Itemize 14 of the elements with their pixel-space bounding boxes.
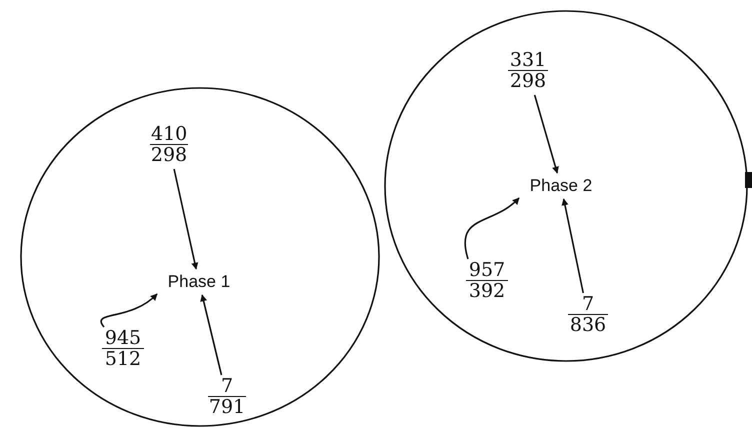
fraction-label: 7 836 bbox=[568, 294, 608, 338]
arrow bbox=[100, 293, 158, 328]
fraction-label: 7 791 bbox=[208, 376, 246, 420]
fraction-label: 331 298 bbox=[508, 50, 548, 94]
arrow bbox=[173, 168, 198, 270]
arrow bbox=[464, 197, 520, 260]
arrow bbox=[562, 198, 584, 294]
fraction-label: 410 298 bbox=[150, 124, 188, 168]
fraction-label: 957 392 bbox=[466, 260, 508, 304]
phase-label: Phase 2 bbox=[520, 174, 602, 198]
fraction-label: 945 512 bbox=[102, 328, 144, 372]
arrow bbox=[534, 94, 559, 174]
arrow bbox=[200, 294, 222, 376]
phase-label: Phase 1 bbox=[158, 270, 240, 294]
